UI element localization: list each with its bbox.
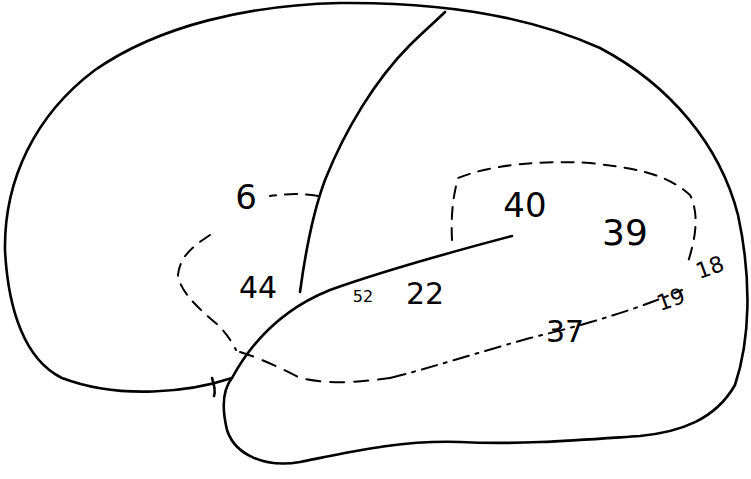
area-number: 40 (503, 188, 546, 222)
area-number: 18 (693, 253, 727, 283)
sylvian-fissure (232, 236, 512, 378)
brain-outline (5, 3, 747, 464)
area-number: 22 (406, 279, 444, 309)
area-number: 52 (353, 289, 373, 305)
dashed-region (178, 194, 318, 350)
area-number: 37 (546, 317, 584, 347)
central-sulcus (300, 12, 445, 292)
frontal-edge (212, 378, 215, 396)
dashed-region (452, 162, 696, 262)
area-number: 44 (239, 273, 277, 303)
area-number: 6 (235, 180, 257, 214)
area-number: 39 (602, 215, 648, 251)
area-number: 19 (654, 285, 688, 315)
dashed-region (240, 352, 390, 382)
